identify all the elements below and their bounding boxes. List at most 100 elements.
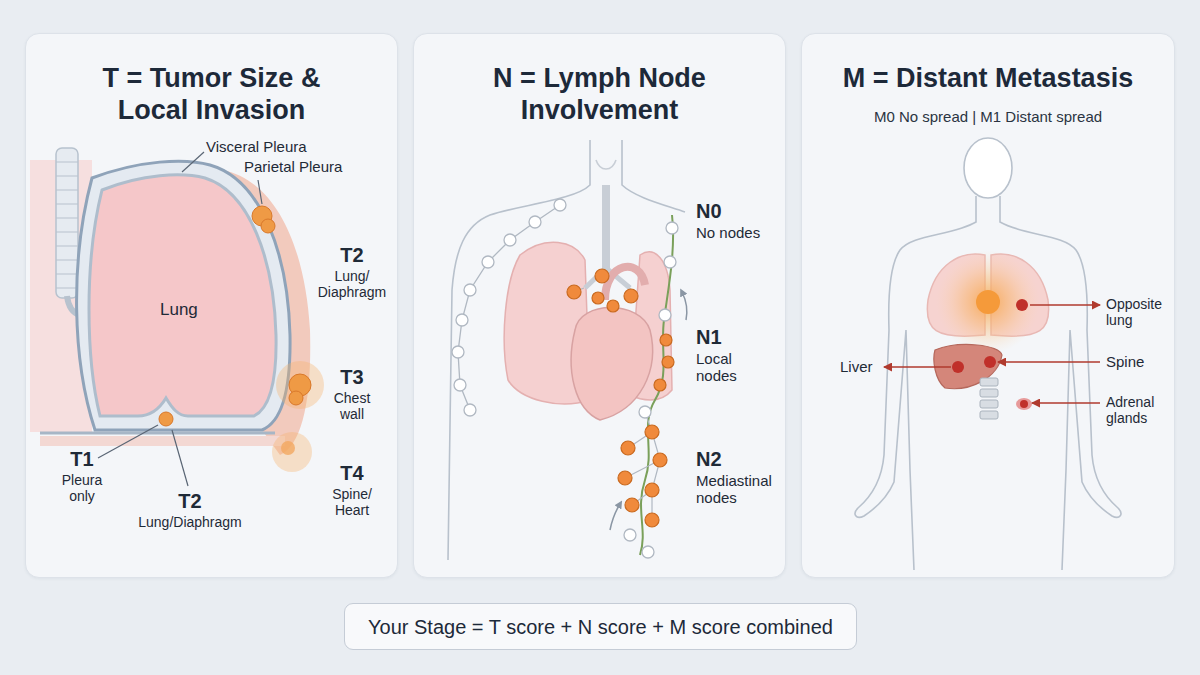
tumor xyxy=(272,432,312,472)
stage-description: Mediastinal nodes xyxy=(696,472,780,507)
callout-arrow xyxy=(1032,402,1100,404)
summary-box: Your Stage = T score + N score + M score… xyxy=(344,603,857,650)
stage-description: Lung/ Diaphragm xyxy=(310,268,394,300)
spine xyxy=(980,378,998,386)
spine xyxy=(980,389,998,397)
stage-code: T2 xyxy=(322,244,382,267)
metastasis-dot xyxy=(952,299,1028,408)
node-path xyxy=(625,412,660,520)
panel-heading: T = Tumor Size & Local Invasion xyxy=(72,62,352,127)
stage-description: No nodes xyxy=(696,224,782,241)
stage-code: N2 xyxy=(696,448,756,471)
affected-node xyxy=(595,269,609,283)
stage-code: T1 xyxy=(62,448,102,471)
body-outline xyxy=(596,160,616,169)
leader-line xyxy=(182,152,204,172)
stage-code: T4 xyxy=(332,462,372,485)
airway xyxy=(585,185,630,288)
callout-arrow xyxy=(884,366,951,368)
spine xyxy=(980,411,998,419)
diaphragm xyxy=(40,432,275,435)
affected-node xyxy=(624,289,638,303)
affected-node xyxy=(592,292,604,304)
lymph-node xyxy=(639,406,651,418)
affected-node xyxy=(662,356,674,368)
affected-node xyxy=(618,471,632,485)
airway xyxy=(602,185,610,270)
stage-description: Pleura only xyxy=(54,472,110,504)
panel-heading: M = Distant Metastasis xyxy=(813,62,1163,94)
adrenal-gland xyxy=(1016,398,1032,410)
spine xyxy=(980,400,998,408)
lymph-chain xyxy=(452,199,566,416)
stage-description: Spine/ Heart xyxy=(322,486,382,518)
body-outline xyxy=(855,138,1121,570)
tumor xyxy=(159,206,324,472)
lymph-chain xyxy=(452,346,464,358)
lymph-chain xyxy=(482,256,494,268)
organ-label: Liver xyxy=(840,358,880,375)
lymph-node xyxy=(624,529,636,541)
tumor xyxy=(976,290,1000,314)
lymph-chain xyxy=(456,314,468,326)
diaphragm xyxy=(40,436,285,446)
trachea xyxy=(56,162,78,288)
lymph-chain xyxy=(464,404,476,416)
affected-node xyxy=(645,425,659,439)
stage-code: N1 xyxy=(696,326,756,349)
lung xyxy=(89,175,276,416)
body-outline xyxy=(448,140,590,560)
leader-line xyxy=(258,180,262,204)
affected-node xyxy=(654,379,666,391)
lymph-chain xyxy=(454,379,466,391)
affected-node xyxy=(567,285,581,299)
lymph-node xyxy=(664,256,676,268)
organ-label: Lung xyxy=(160,300,220,320)
leader-line xyxy=(172,430,188,486)
metastasis-dot xyxy=(984,356,996,368)
node-path xyxy=(574,215,673,555)
stage-description: Lung/Diaphragm xyxy=(125,514,255,530)
tumor xyxy=(261,219,275,233)
node-path xyxy=(574,270,631,296)
lymph-node xyxy=(624,222,678,558)
affected-node xyxy=(625,498,639,512)
metastasis-dot xyxy=(952,361,964,373)
leader-line xyxy=(98,152,262,486)
lymph-chain xyxy=(504,234,516,246)
callout-arrow xyxy=(1030,304,1100,306)
callout-arrow xyxy=(998,361,1100,363)
lymph-node xyxy=(642,546,654,558)
spine xyxy=(980,378,998,419)
affected-node xyxy=(567,269,674,527)
lymph-node xyxy=(666,222,678,234)
parietal-pleura xyxy=(77,161,291,430)
tumor xyxy=(289,391,303,405)
stage-description: Chest wall xyxy=(327,390,377,422)
body-outline xyxy=(964,138,1012,198)
body-outline xyxy=(622,140,685,212)
organ-label: Adrenal glands xyxy=(1106,394,1168,426)
affected-node xyxy=(645,483,659,497)
tumor xyxy=(276,361,324,409)
heart xyxy=(571,308,652,421)
tumor xyxy=(159,412,173,426)
callout-arrow xyxy=(884,305,1100,403)
leader-line xyxy=(98,425,158,458)
organ-label: Opposite lung xyxy=(1106,296,1168,328)
summary-text: Your Stage = T score + N score + M score… xyxy=(368,615,833,639)
structure-label: Visceral Pleura xyxy=(206,138,346,155)
structure-label: Parietal Pleura xyxy=(244,158,374,175)
flow-arrow xyxy=(682,292,687,320)
lymph-node xyxy=(659,309,671,321)
body-outline xyxy=(1000,196,1121,570)
stage-code: N0 xyxy=(696,200,756,223)
organ-label: Spine xyxy=(1106,353,1166,370)
metastasis-dot xyxy=(1020,400,1028,408)
affected-node xyxy=(621,441,635,455)
affected-node xyxy=(653,453,667,467)
lymph-chain xyxy=(464,284,476,296)
tumor xyxy=(281,441,295,455)
